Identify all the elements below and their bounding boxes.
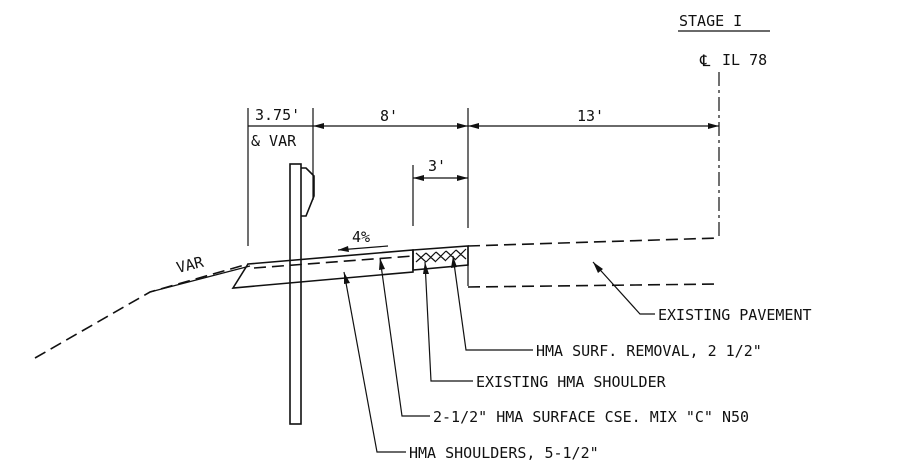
leader-existing-shoulder: [424, 261, 473, 382]
arrowhead: [451, 256, 457, 268]
shoulder-slope-label: 4%: [352, 228, 370, 246]
leader-surface-removal: [452, 255, 533, 351]
stage-title: STAGE I: [679, 12, 742, 30]
arrowhead: [338, 246, 349, 252]
guardrail-post: [289, 163, 302, 425]
arrowhead: [344, 272, 350, 284]
surface-course-line: [253, 255, 414, 269]
centerline-symbol: ℄: [699, 51, 711, 70]
arrowhead: [593, 262, 603, 273]
callout-existing-pavement: EXISTING PAVEMENT: [658, 306, 812, 324]
arrowhead: [708, 123, 719, 129]
dimension-removal-width: 3': [428, 157, 446, 175]
arrowhead: [413, 175, 424, 181]
leader-hma-shoulders: [343, 271, 406, 453]
ground-slope-inner: [149, 265, 251, 293]
callout-hma-shoulders: HMA SHOULDERS, 5-1/2": [409, 444, 599, 462]
dimension-barrier-note: & VAR: [251, 132, 297, 150]
hma-shoulder-wedge: [231, 249, 414, 289]
existing-pavement-bottom: [467, 283, 720, 288]
callout-surface-removal: HMA SURF. REMOVAL, 2 1/2": [536, 342, 762, 360]
arrowhead: [468, 123, 479, 129]
arrowhead: [457, 175, 468, 181]
surface-removal-hatch: [415, 248, 467, 263]
existing-pavement-top: [467, 237, 720, 247]
leader-surface-course: [379, 257, 430, 417]
side-slope-label: VAR: [175, 253, 207, 277]
arrowhead: [379, 258, 385, 270]
guardrail-block: [301, 167, 315, 217]
dimension-shoulder-width: 8': [380, 107, 398, 125]
centerline-label: IL 78: [722, 51, 767, 69]
arrowhead: [313, 123, 324, 129]
ground-slope-line: [34, 263, 249, 359]
callout-surface-course: 2-1/2" HMA SURFACE CSE. MIX "C" N50: [433, 408, 749, 426]
callout-existing-shoulder: EXISTING HMA SHOULDER: [476, 373, 667, 391]
arrowhead: [423, 262, 429, 274]
dimension-barrier-width: 3.75': [255, 106, 300, 124]
arrowhead: [457, 123, 468, 129]
dimension-lane-width: 13': [577, 107, 604, 125]
leader-existing-pavement: [592, 261, 655, 315]
